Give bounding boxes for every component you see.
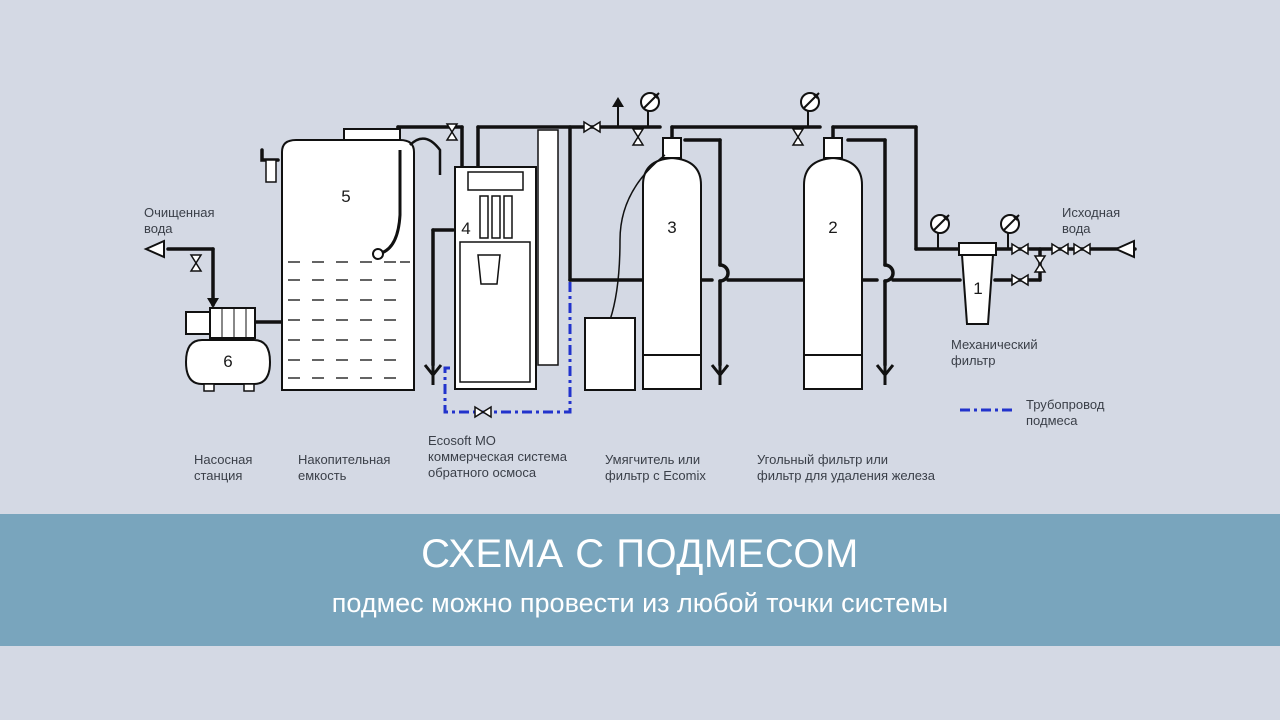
ro-system-label: Ecosoft MO коммерческая система обратног… (428, 433, 567, 480)
pump-inlet-arrow-icon (207, 298, 219, 308)
pump-station-label: Насосная станция (194, 452, 253, 483)
sample-tap-icon[interactable] (612, 97, 624, 107)
mech-filter-valve-in-icon[interactable] (1011, 243, 1029, 255)
carbon-filter-label: Угольный фильтр или фильтр для удаления … (757, 452, 935, 483)
brine-tank (584, 317, 636, 391)
ro-valve-icon[interactable] (446, 123, 458, 141)
softener-drain-icon (710, 363, 730, 387)
mechanical-filter (958, 242, 997, 325)
title-banner (0, 514, 1280, 646)
softener-gauge-icon (640, 92, 660, 112)
ro-number: 4 (461, 219, 471, 238)
pump-number: 6 (223, 352, 233, 371)
ro-unit (454, 129, 559, 390)
mech-filter-number: 1 (973, 279, 983, 298)
softener-valve-icon[interactable] (632, 128, 644, 146)
carbon-valve-icon[interactable] (792, 128, 804, 146)
mech-filter-label: Механический фильтр (951, 337, 1038, 368)
inlet-valve-1-icon[interactable] (1073, 243, 1091, 255)
storage-tank-label: Накопительная емкость (298, 452, 391, 483)
softener-label: Умягчитель или фильтр с Ecomix (605, 452, 706, 483)
source-water-label: Исходная вода (1062, 205, 1121, 236)
mech-filter-vvalve-icon[interactable] (1034, 255, 1046, 273)
clean-water-valve-icon[interactable] (190, 254, 202, 272)
source-water-arrow-icon (1113, 239, 1135, 259)
softener-vessel (609, 137, 702, 390)
pump-station (184, 307, 272, 392)
inlet-valve-2-icon[interactable] (1051, 243, 1069, 255)
bypass-pipe (443, 282, 1012, 414)
mech-outlet-gauge-icon (930, 214, 950, 234)
softener-number: 3 (667, 218, 677, 237)
tank-number: 5 (341, 187, 351, 206)
bypass-valve-icon[interactable] (474, 406, 492, 418)
clean-water-label: Очищенная вода (144, 205, 215, 236)
pipes (166, 125, 1137, 367)
carbon-filter-number: 2 (828, 218, 838, 237)
softener-outlet-valve-icon[interactable] (583, 121, 601, 133)
storage-tank (265, 128, 442, 391)
banner-title: СХЕМА С ПОДМЕСОМ (421, 532, 859, 576)
carbon-drain-icon (875, 363, 895, 387)
clean-water-arrow-icon (143, 239, 165, 259)
carbon-gauge-icon (800, 92, 820, 112)
banner-subtitle: подмес можно провести из любой точки сис… (331, 588, 949, 618)
mech-filter-valve-bypass-icon[interactable] (1011, 274, 1029, 286)
bypass-legend-label: Трубопровод подмеса (1026, 397, 1105, 428)
inlet-pressure-gauge-icon (1000, 214, 1020, 234)
ro-drain-icon (423, 363, 443, 387)
carbon-filter-vessel (803, 137, 863, 390)
